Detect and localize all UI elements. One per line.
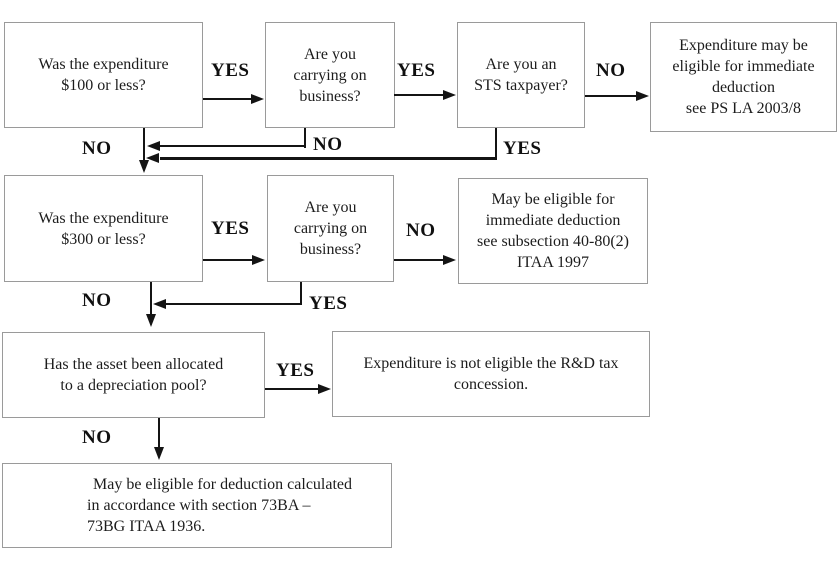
node-sts-taxpayer: Are you an STS taxpayer? <box>457 22 585 128</box>
connector-pool-yes-arrowhead <box>318 384 331 394</box>
connector-q300-yes-arrowhead <box>252 255 265 265</box>
connector-q100-yes-arrowhead <box>251 94 264 104</box>
connector-sts-yes-drop <box>495 128 497 159</box>
node-expenditure-100-or-less: Was the expenditure $100 or less? <box>4 22 203 128</box>
text-line: carrying on <box>293 220 368 237</box>
node-text: Has the asset been allocated to a deprec… <box>44 354 223 396</box>
label-pool-yes: YES <box>276 360 315 381</box>
node-deduction-73ba-73bg: May be eligible for deduction calculated… <box>2 463 392 548</box>
connector-sts-no-line <box>585 95 638 97</box>
connector-business1-no-line <box>160 145 306 147</box>
label-pool-no: NO <box>82 427 112 448</box>
node-text: May be eligible for immediate deduction … <box>477 189 629 273</box>
text-line: Are you <box>304 45 356 63</box>
label-q100-yes: YES <box>211 60 250 81</box>
text-line: Was the expenditure <box>38 56 169 73</box>
text-line: Expenditure is not eligible the R&D tax <box>363 355 619 372</box>
label-business2-no: NO <box>406 220 436 241</box>
text-line: deduction <box>711 79 776 96</box>
connector-business2-no-line <box>394 259 445 261</box>
node-text: Are you carrying on business? <box>293 44 366 107</box>
node-text: Was the expenditure $300 or less? <box>38 208 168 250</box>
node-immediate-deduction-ps-la: Expenditure may be eligible for immediat… <box>650 22 837 132</box>
node-carrying-on-business-1: Are you carrying on business? <box>265 22 395 128</box>
label-sts-no: NO <box>596 60 626 81</box>
text-line: May be eligible for <box>491 191 615 208</box>
connector-business2-yes-arrowhead <box>153 299 166 309</box>
connector-business1-no-drop <box>304 128 306 148</box>
node-text: Expenditure is not eligible the R&D tax … <box>363 353 618 395</box>
node-text: Are you carrying on business? <box>294 197 367 260</box>
connector-sts-yes-line <box>160 157 497 160</box>
connector-business1-yes-line <box>394 94 445 96</box>
connector-q100-no-line <box>143 128 145 161</box>
connector-business1-yes-arrowhead <box>443 90 456 100</box>
text-line: ITAA 1997 <box>516 254 590 271</box>
text-line: concession. <box>453 376 529 393</box>
connector-sts-yes-arrowhead <box>146 153 159 163</box>
text-line: $100 or less? <box>61 77 146 94</box>
connector-q300-no-arrowhead <box>146 314 156 327</box>
node-text: Expenditure may be eligible for immediat… <box>672 35 814 119</box>
connector-sts-no-arrowhead <box>636 91 649 101</box>
text-line: see subsection 40-80(2) <box>477 233 629 250</box>
connector-q300-yes-line <box>203 259 254 261</box>
node-not-eligible-rd-concession: Expenditure is not eligible the R&D tax … <box>332 331 650 417</box>
node-text: May be eligible for deduction calculated… <box>3 474 356 537</box>
node-depreciation-pool: Has the asset been allocated to a deprec… <box>2 332 265 418</box>
text-line: to a depreciation pool? <box>60 377 207 394</box>
text-line: business? <box>299 241 362 258</box>
label-q100-no: NO <box>82 138 112 159</box>
text-line: eligible for immediate <box>672 58 815 75</box>
node-text: Are you an STS taxpayer? <box>474 54 568 96</box>
node-carrying-on-business-2: Are you carrying on business? <box>267 175 394 282</box>
connector-q300-no-line <box>150 282 152 315</box>
connector-business2-no-arrowhead <box>443 255 456 265</box>
connector-pool-no-line <box>158 418 160 448</box>
text-line: Was the expenditure <box>38 209 169 227</box>
connector-business1-no-arrowhead <box>147 141 160 151</box>
node-expenditure-300-or-less: Was the expenditure $300 or less? <box>4 175 203 282</box>
node-text: Was the expenditure $100 or less? <box>38 54 168 96</box>
label-business2-yes: YES <box>309 293 348 314</box>
connector-pool-yes-line <box>265 388 320 390</box>
label-q300-yes: YES <box>211 218 250 239</box>
text-line: Are you <box>304 199 357 216</box>
text-line: STS taxpayer? <box>474 77 568 94</box>
text-line: $300 or less? <box>61 230 146 248</box>
text-line: carrying on <box>293 66 367 84</box>
text-line: Are you an <box>485 56 557 73</box>
label-business1-no: NO <box>313 134 343 155</box>
text-line: Expenditure may be <box>679 37 808 54</box>
text-line: 73BG ITAA 1936. <box>87 518 206 535</box>
label-q300-no: NO <box>82 290 112 311</box>
connector-pool-no-arrowhead <box>154 447 164 460</box>
connector-q100-no-arrowhead <box>139 160 149 173</box>
label-sts-yes: YES <box>503 138 542 159</box>
text-line: Has the asset been allocated <box>43 356 224 373</box>
connector-q100-yes-line <box>203 98 253 100</box>
text-line: see PS LA 2003/8 <box>685 100 802 117</box>
text-line: in accordance with section 73BA – <box>87 497 311 514</box>
text-line: business? <box>299 87 361 105</box>
node-immediate-deduction-40-80: May be eligible for immediate deduction … <box>458 178 648 284</box>
text-line: immediate deduction <box>485 212 621 229</box>
connector-business2-yes-drop <box>300 282 302 305</box>
label-business1-yes: YES <box>397 60 436 81</box>
text-line: May be eligible for deduction calculated <box>93 476 353 493</box>
connector-business2-yes-line <box>166 303 302 305</box>
